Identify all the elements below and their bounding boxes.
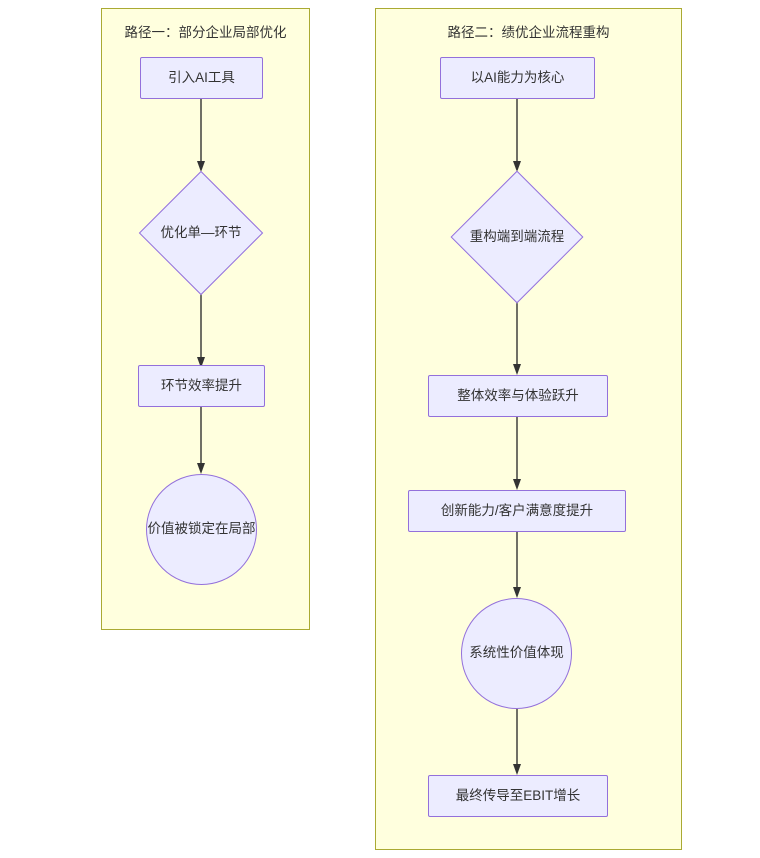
node-p2-n1-label: 以AI能力为核心 (470, 69, 565, 85)
node-p2-n2[interactable]: 重构端到端流程 (441, 170, 593, 304)
node-p2-n3[interactable]: 整体效率与体验跃升 (428, 375, 608, 417)
subgraph-path-two-title: 路径二：绩优企业流程重构 (447, 25, 610, 40)
node-p2-n3-label: 整体效率与体验跃升 (457, 387, 579, 403)
subgraph-path-one-title: 路径一：部分企业局部优化 (124, 25, 287, 40)
node-p1-n4-label: 价值被锁定在局部 (147, 521, 256, 537)
node-p1-n1-label: 引入AI工具 (168, 69, 235, 85)
node-p1-n2[interactable]: 优化单—环节 (131, 170, 271, 296)
subgraph-path-two (375, 8, 682, 850)
node-p1-n3[interactable]: 环节效率提升 (138, 365, 265, 407)
node-p2-n2-label: 重构端到端流程 (469, 228, 565, 244)
node-p2-n6[interactable]: 最终传导至EBIT增长 (428, 775, 608, 817)
node-p1-n4[interactable]: 价值被锁定在局部 (146, 474, 257, 585)
node-p2-n4-label: 创新能力/客户满意度提升 (440, 502, 594, 518)
node-p2-n5-label: 系统性价值体现 (469, 645, 564, 661)
node-p1-n3-label: 环节效率提升 (161, 377, 242, 393)
node-p1-n1[interactable]: 引入AI工具 (140, 57, 263, 99)
node-p2-n5[interactable]: 系统性价值体现 (461, 598, 572, 709)
node-p1-n2-label: 优化单—环节 (160, 224, 242, 240)
node-p2-n6-label: 最终传导至EBIT增长 (455, 787, 581, 803)
node-p2-n1[interactable]: 以AI能力为核心 (440, 57, 595, 99)
node-p2-n4[interactable]: 创新能力/客户满意度提升 (408, 490, 626, 532)
